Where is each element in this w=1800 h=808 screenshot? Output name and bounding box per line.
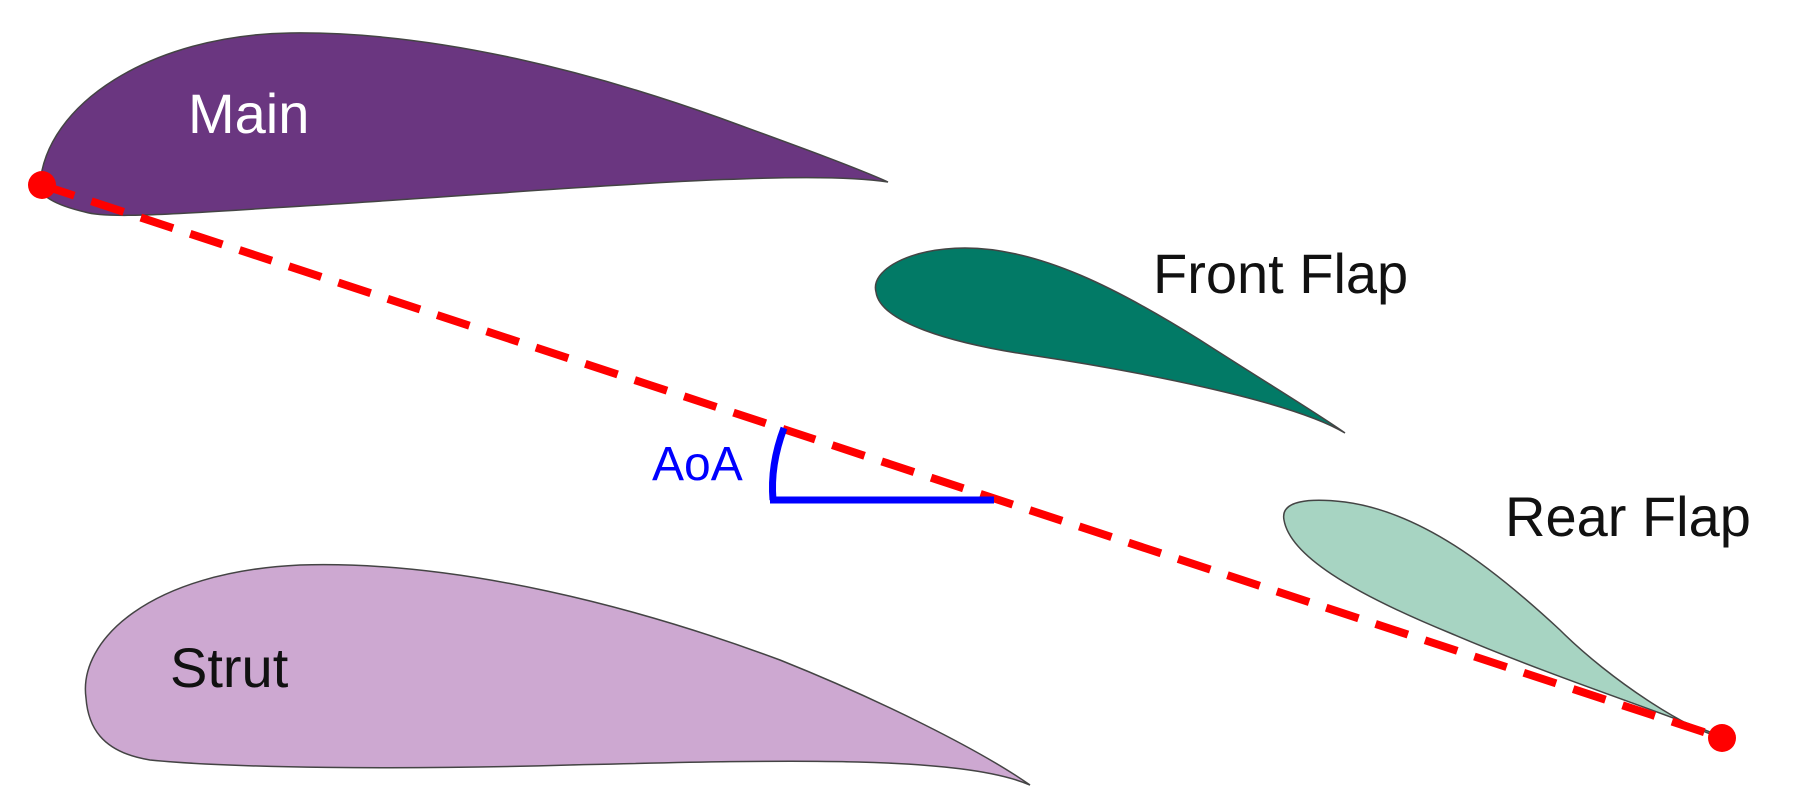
chord-line — [40, 181, 1724, 742]
rear-flap-label: Rear Flap — [1505, 485, 1751, 548]
main-label: Main — [188, 82, 309, 145]
main-airfoil — [39, 32, 889, 217]
chord-trailing-edge-dot — [1708, 724, 1736, 752]
front-flap-label: Front Flap — [1153, 242, 1408, 305]
chord-leading-edge-dot — [28, 171, 56, 199]
aoa-angle-arc — [769, 426, 788, 501]
strut-label: Strut — [170, 636, 289, 699]
strut-airfoil — [84, 563, 1031, 786]
front-flap-airfoil — [874, 247, 1346, 434]
aoa-label: AoA — [652, 438, 743, 491]
